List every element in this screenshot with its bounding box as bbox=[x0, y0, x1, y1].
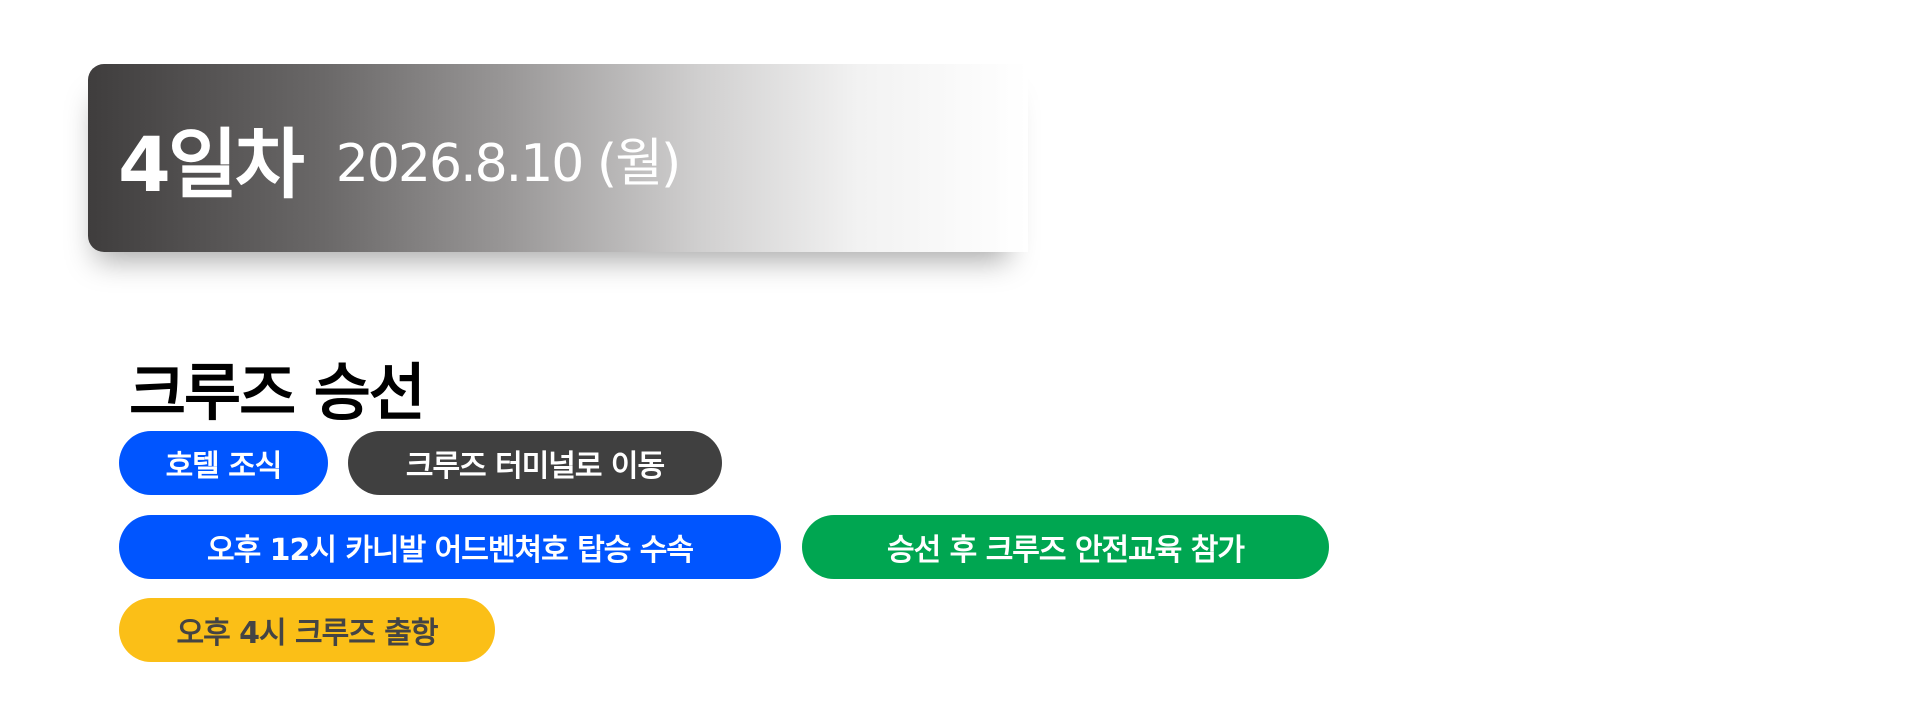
day-header-banner: 4일차 2026.8.10 (월) bbox=[88, 64, 1028, 252]
tag-move-to-terminal: 크루즈 터미널로 이동 bbox=[348, 431, 722, 495]
day-label: 4일차 bbox=[118, 120, 305, 209]
tag-safety-training: 승선 후 크루즈 안전교육 참가 bbox=[802, 515, 1329, 579]
date-label: 2026.8.10 (월) bbox=[335, 133, 682, 194]
tag-boarding-checkin: 오후 12시 카니발 어드벤쳐호 탑승 수속 bbox=[119, 515, 781, 579]
tag-hotel-breakfast: 호텔 조식 bbox=[119, 431, 328, 495]
tag-cruise-departure: 오후 4시 크루즈 출항 bbox=[119, 598, 495, 662]
section-title: 크루즈 승선 bbox=[129, 356, 426, 429]
